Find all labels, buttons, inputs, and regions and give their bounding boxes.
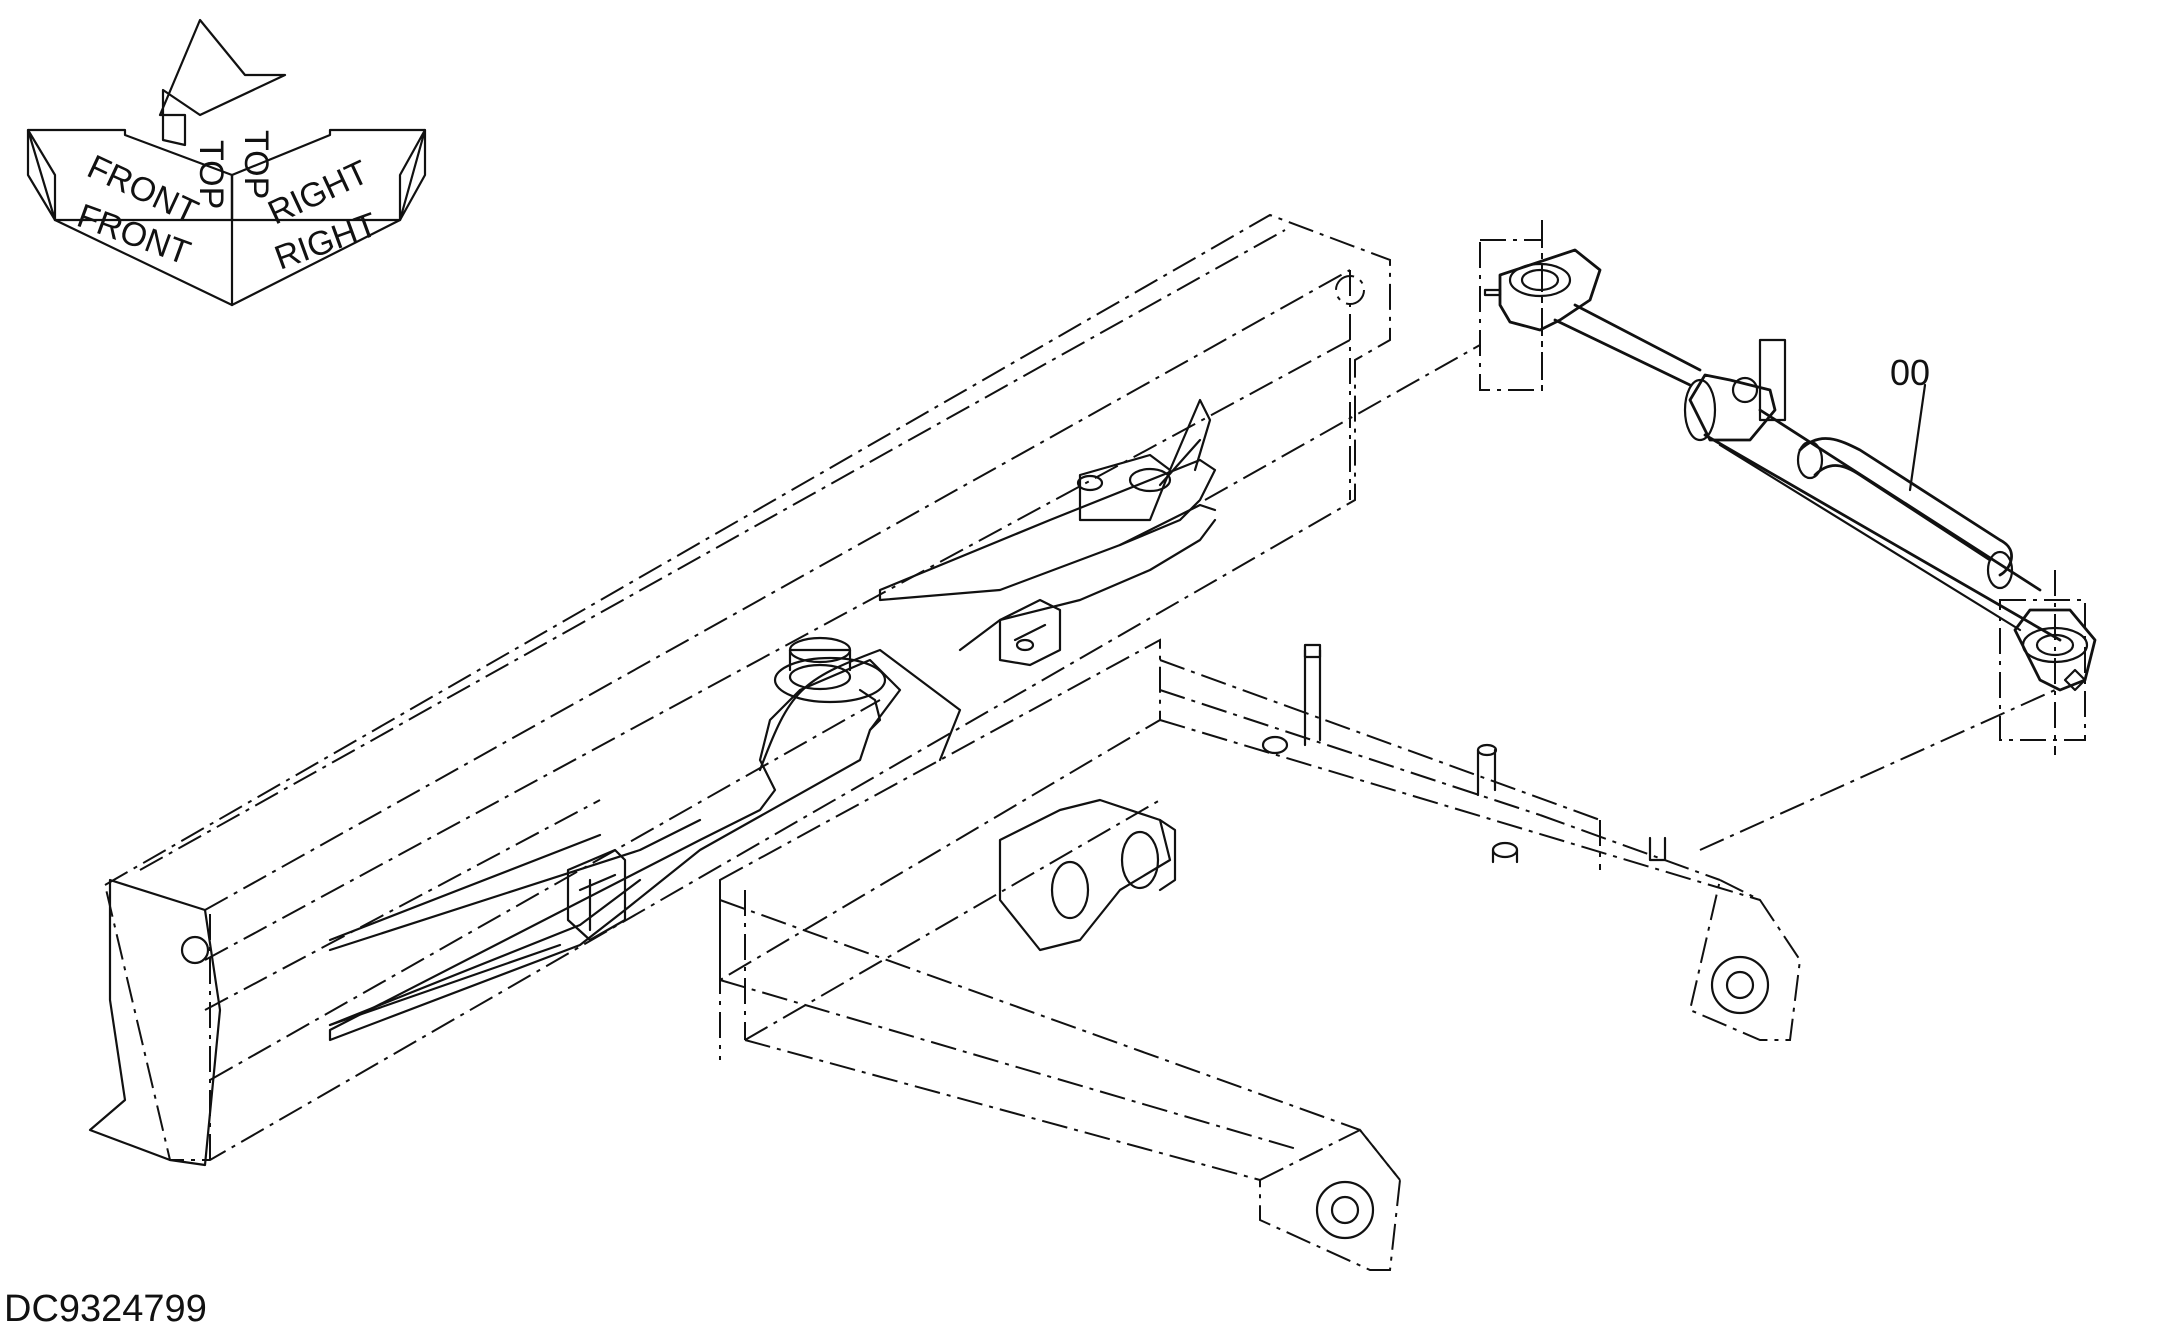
orientation-indicator: TOP TOP FRONT FRONT RIGHT RIGHT xyxy=(26,18,427,307)
yoke-hole-right xyxy=(1120,830,1160,890)
right-arrow-icon xyxy=(230,128,427,222)
callout-leader xyxy=(1908,383,1927,492)
lower-arm-pin-boss xyxy=(1315,1180,1375,1240)
top-arrow-icon xyxy=(158,18,287,147)
boom-bracket xyxy=(328,398,1217,1042)
drawing-code: DC9324799 xyxy=(4,1288,207,1330)
connection-centerlines xyxy=(1204,344,2056,851)
upper-arm-pin-boss xyxy=(1710,955,1770,1015)
boom-phantom xyxy=(88,213,1391,1167)
rod-eye xyxy=(1508,262,1572,298)
head-eye xyxy=(2021,626,2089,664)
hydraulic-cylinder: 00 xyxy=(1479,220,2097,755)
top-label-mirror: TOP xyxy=(237,130,275,199)
top-label: TOP xyxy=(192,140,230,209)
upper-pin xyxy=(1128,467,1172,493)
boom-nose-plate xyxy=(88,878,222,1167)
boom-pin-hole xyxy=(180,935,210,965)
frame-phantom xyxy=(719,638,1802,1271)
callout-00: 00 xyxy=(1890,352,1930,393)
yoke-hole-left xyxy=(1050,860,1090,920)
pin-boss xyxy=(773,656,887,704)
